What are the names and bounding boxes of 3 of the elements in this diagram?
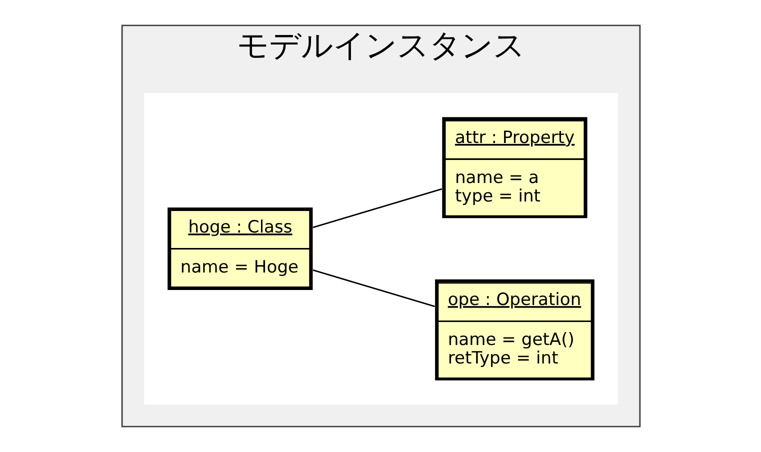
connector — [312, 269, 434, 308]
connector — [312, 188, 442, 228]
cluster — [144, 92, 618, 405]
